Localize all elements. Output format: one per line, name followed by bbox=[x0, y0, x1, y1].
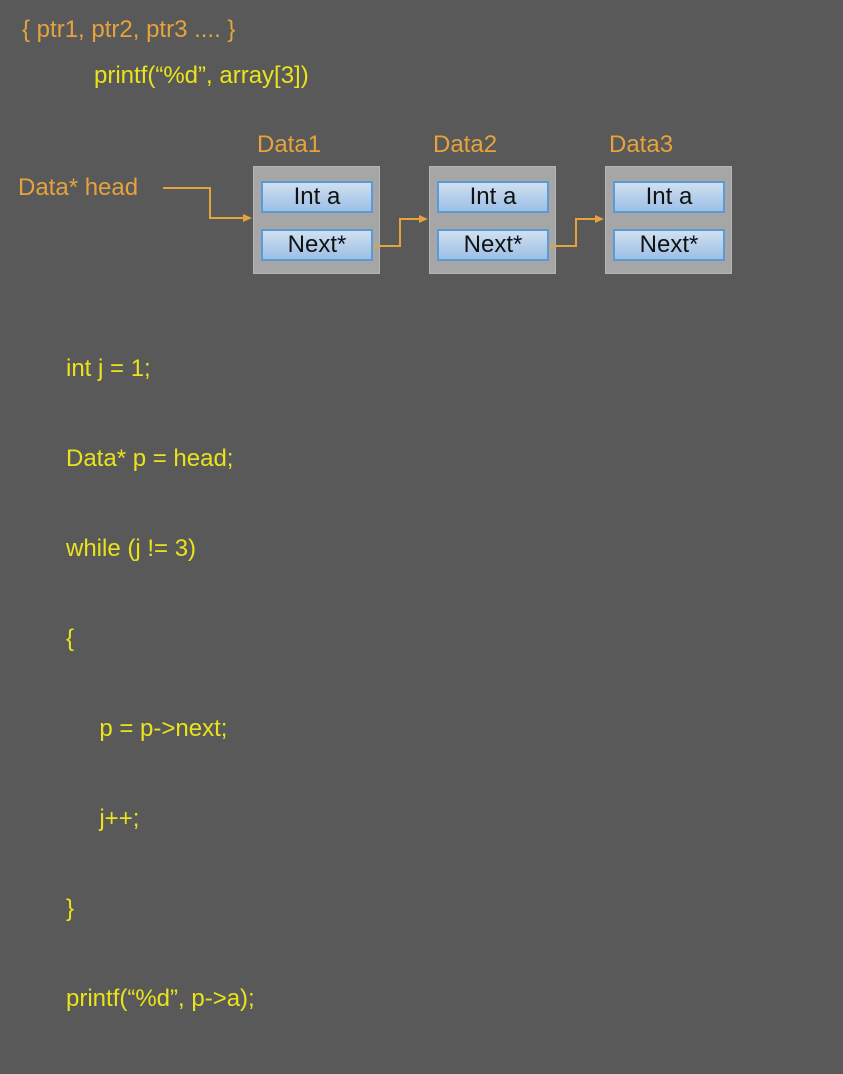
head-pointer-label: Data* head bbox=[18, 174, 139, 201]
node1-box: Int a Next* bbox=[253, 166, 380, 274]
node2-title: Data2 bbox=[433, 131, 498, 158]
node1-field-int-a: Int a bbox=[261, 181, 373, 213]
code-line: int j = 1; bbox=[66, 355, 151, 382]
node3-field-next: Next* bbox=[613, 229, 725, 261]
node1-field-next: Next* bbox=[261, 229, 373, 261]
node3-box: Int a Next* bbox=[605, 166, 732, 274]
code-line: while (j != 3) bbox=[66, 535, 197, 562]
code-line: } bbox=[66, 895, 75, 922]
pointer-set-text: { ptr1, ptr2, ptr3 .... } bbox=[22, 16, 236, 43]
code-line: j++; bbox=[66, 805, 140, 832]
node1-title: Data1 bbox=[257, 131, 322, 158]
node1-to-node2-arrow bbox=[373, 215, 428, 247]
node2-to-node3-arrow bbox=[549, 215, 604, 247]
node2-box: Int a Next* bbox=[429, 166, 556, 274]
node2-field-next: Next* bbox=[437, 229, 549, 261]
node2-field-int-a: Int a bbox=[437, 181, 549, 213]
node3-field-int-a: Int a bbox=[613, 181, 725, 213]
code-line: { bbox=[66, 625, 75, 652]
slide: { ptr1, ptr2, ptr3 .... } printf(“%d”, a… bbox=[18, 16, 732, 1012]
code-block: int j = 1; Data* p = head; while (j != 3… bbox=[66, 294, 255, 1074]
head-to-node1-arrow bbox=[163, 187, 252, 222]
node3-title: Data3 bbox=[609, 131, 674, 158]
code-line: Data* p = head; bbox=[66, 445, 234, 472]
code-line: p = p->next; bbox=[66, 715, 228, 742]
code-line: printf(“%d”, p->a); bbox=[66, 985, 255, 1012]
printf-array-text: printf(“%d”, array[3]) bbox=[94, 62, 309, 89]
